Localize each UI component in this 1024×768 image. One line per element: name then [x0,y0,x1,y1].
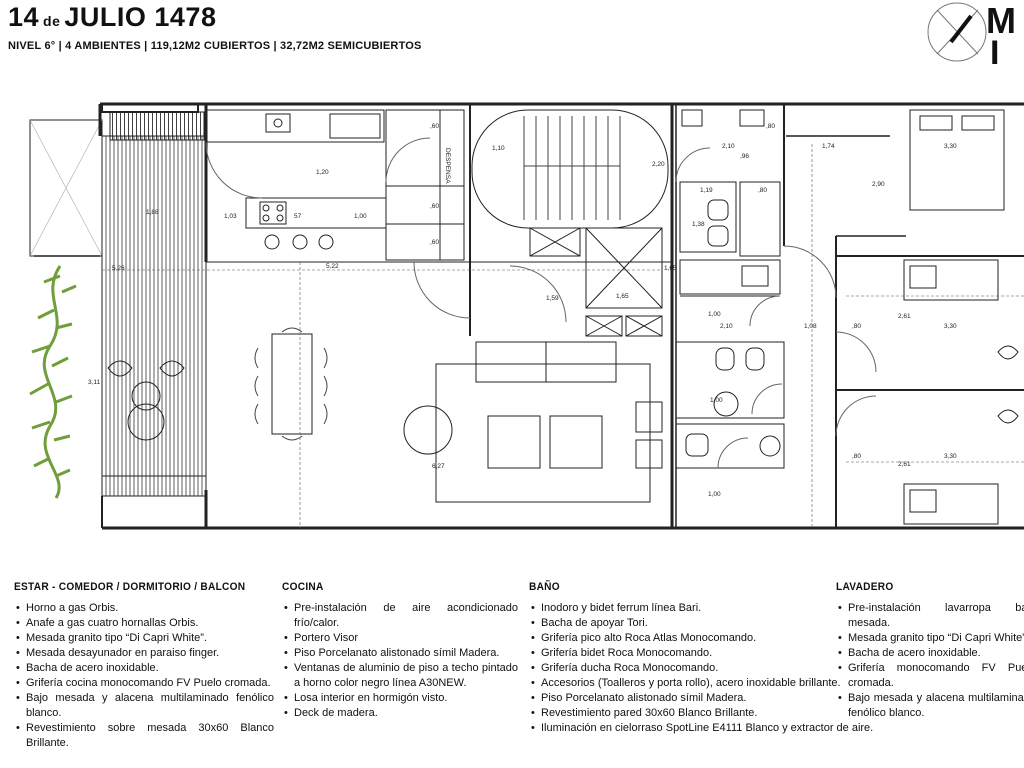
spec-item: Pre-instalación de aire acondicionado fr… [282,601,518,631]
spec-item: Inodoro y bidet ferrum línea Bari. [529,601,881,616]
dim-label: ,60 [430,239,439,246]
dim-label: 1,03 [224,213,237,220]
dim-label: 1,38 [692,221,705,228]
bed-3 [903,483,999,525]
spec-item: Accesorios (Toalleros y porta rollo), ac… [529,676,881,691]
plan-dimension-labels: 1,88 5,26 1,03 57 1,00 1,20 5,22 6,27 1,… [88,123,957,498]
spec-item: Piso Porcelanato alistonado símil Madera… [529,691,881,706]
spec-column-estar: ESTAR - COMEDOR / DORMITORIO / BALCON Ho… [14,580,274,751]
logo-letter: M [986,0,1016,41]
spec-column-lavadero: LAVADERO Pre-instalación lavarropa bajo … [836,580,1024,721]
dim-label: 1,10 [492,145,505,152]
logo-letter-2: I [990,34,1000,72]
dim-label: 3,11 [88,379,101,386]
dim-label: 2,20 [652,161,665,168]
dim-label: 2,10 [720,323,733,330]
dim-label: 3,30 [944,323,957,330]
spec-item: Bajo mesada y alacena multilaminado fenó… [14,691,274,721]
dim-label: 1,00 [708,491,721,498]
dim-label: 2,10 [722,143,735,150]
spec-item: Iluminación en cielorraso SpotLine E4111… [529,721,881,736]
spec-heading: COCINA [282,581,324,593]
spec-heading: ESTAR - COMEDOR / DORMITORIO / BALCON [14,581,246,593]
spec-heading: BAÑO [529,581,560,593]
spec-item: Pre-instalación lavarropa bajo mesada. [836,601,1024,631]
spec-item: Bajo mesada y alacena multilaminado fenó… [836,691,1024,721]
spec-item: Revestimiento sobre mesada 30x60 Blanco … [14,721,274,751]
spec-item: Ventanas de aluminio de piso a techo pin… [282,661,518,691]
dim-label: 57 [294,213,302,220]
dim-label: ,80 [852,323,861,330]
spec-column-cocina: COCINA Pre-instalación de aire acondicio… [282,580,518,721]
spec-item: Portero Visor [282,631,518,646]
dim-label: 1,00 [710,397,723,404]
brand-logo [924,2,1024,66]
wood-deck [101,135,207,497]
dim-label: 1,65 [664,265,677,272]
dim-label: 1,00 [354,213,367,220]
bed-2 [903,259,999,301]
spec-item: Losa interior en hormigón visto. [282,691,518,706]
dim-label: 2,61 [898,313,911,320]
dim-label: 1,59 [546,295,559,302]
dim-label: 3,30 [944,143,957,150]
floor-plan: 1,88 5,26 1,03 57 1,00 1,20 5,22 6,27 1,… [29,102,1024,530]
room-label-despensa: DESPENSA [444,148,451,184]
spec-item: Revestimiento pared 30x60 Blanco Brillan… [529,706,881,721]
dim-label: 1,19 [700,187,713,194]
spec-item: Grifería pico alto Roca Atlas Monocomand… [529,631,881,646]
plant-icon [29,265,77,499]
spec-item: Anafe a gas cuatro hornallas Orbis. [14,616,274,631]
spec-item: Bacha de acero inoxidable. [836,646,1024,661]
dim-label: ,80 [852,453,861,460]
dim-label: 1,74 [822,143,835,150]
dim-label: ,96 [740,153,749,160]
dim-label: 1,20 [316,169,329,176]
dim-label: 6,27 [432,463,445,470]
spec-item: Grifería monocomando FV Puelo cromada. [836,661,1024,691]
spec-item: Mesada granito tipo “Di Capri White”. [836,631,1024,646]
dim-label: 1,88 [146,209,159,216]
dim-label: 2,90 [872,181,885,188]
page-subtitle: NIVEL 6° | 4 AMBIENTES | 119,12M2 CUBIER… [8,40,422,52]
dim-label: 3,30 [944,453,957,460]
dim-label: ,60 [430,203,439,210]
dim-label: 1,65 [616,293,629,300]
title-de: de [43,13,61,29]
spec-heading: LAVADERO [836,581,894,593]
dim-label: 5,22 [326,263,339,270]
spec-column-bano: BAÑO Inodoro y bidet ferrum línea Bari. … [529,580,881,736]
spec-item: Bacha de acero inoxidable. [14,661,274,676]
specifications-section: ESTAR - COMEDOR / DORMITORIO / BALCON Ho… [0,580,1024,768]
spec-item: Grifería ducha Roca Monocomando. [529,661,881,676]
spec-item: Bacha de apoyar Tori. [529,616,881,631]
spec-item: Deck de madera. [282,706,518,721]
spec-item: Piso Porcelanato alistonado símil Madera… [282,646,518,661]
dim-label: 1,08 [804,323,817,330]
spec-item: Grifería bidet Roca Monocomando. [529,646,881,661]
spec-item: Mesada granito tipo “Di Capri White”. [14,631,274,646]
dim-label: ,80 [758,187,767,194]
title-number: 14 [8,2,40,32]
spec-item: Horno a gas Orbis. [14,601,274,616]
title-street: JULIO 1478 [64,2,217,32]
dim-label: 2,61 [898,461,911,468]
spec-item: Grifería cocina monocomando FV Puelo cro… [14,676,274,691]
dim-label: ,80 [766,123,775,130]
dim-label: 1,00 [708,311,721,318]
dim-label: 5,26 [112,265,125,272]
master-bed [909,109,1005,211]
dining-table [271,333,313,435]
spec-item: Mesada desayunador en paraiso finger. [14,646,274,661]
dim-label: ,60 [430,123,439,130]
compass-logo-icon [927,2,987,62]
